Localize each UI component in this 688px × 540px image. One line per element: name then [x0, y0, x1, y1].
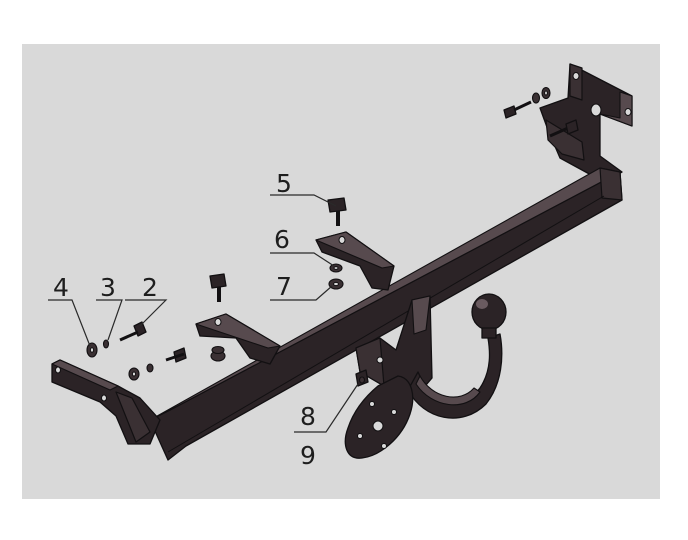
leader-8-9: [294, 383, 359, 433]
callout-9: 9: [300, 441, 316, 470]
callout-8: 8: [300, 402, 316, 431]
lower-bolt-assembly: [128, 347, 187, 381]
avito-watermark: Avito: [583, 500, 664, 527]
bolt-part-8: [355, 369, 369, 387]
watermark-dot-icon: [595, 516, 603, 524]
callout-4: 4: [53, 273, 69, 302]
lower-plate-nut: [210, 345, 226, 362]
bolt-part-2: [119, 321, 147, 342]
washer-part-4: [86, 342, 98, 358]
leader-lines: [48, 194, 359, 433]
leader-6: [270, 252, 335, 267]
leader-5: [270, 194, 337, 207]
callout-7: 7: [276, 272, 292, 301]
callout-5: 5: [276, 169, 292, 198]
watermark-dot-icon: [585, 508, 595, 518]
right-bracket-bolt: [503, 86, 579, 138]
lower-mounting-plate: [195, 313, 281, 365]
leader-4: [48, 299, 91, 347]
coupling-mount: [355, 295, 433, 397]
leader-2: [125, 299, 168, 327]
watermark-text: Avito: [609, 502, 664, 527]
watermark-dot-icon: [598, 502, 606, 510]
callout-3: 3: [100, 273, 116, 302]
callout-2: 2: [142, 273, 158, 302]
socket-plate-part-9: [344, 375, 414, 459]
bolt-part-5: [327, 197, 347, 226]
upper-mounting-plate: [315, 231, 395, 291]
right-mounting-bracket: [539, 63, 633, 183]
left-mounting-bracket: [51, 359, 161, 445]
spring-washer-part-3: [102, 339, 110, 349]
callout-6: 6: [274, 225, 290, 254]
leader-3: [96, 299, 123, 341]
nut-part-7: [328, 278, 344, 290]
tow-ball: [471, 293, 507, 339]
tow-ball-neck: [407, 333, 503, 419]
watermark-dot-icon: [583, 500, 589, 506]
leader-7: [270, 285, 333, 301]
lower-plate-bolt: [209, 273, 227, 302]
